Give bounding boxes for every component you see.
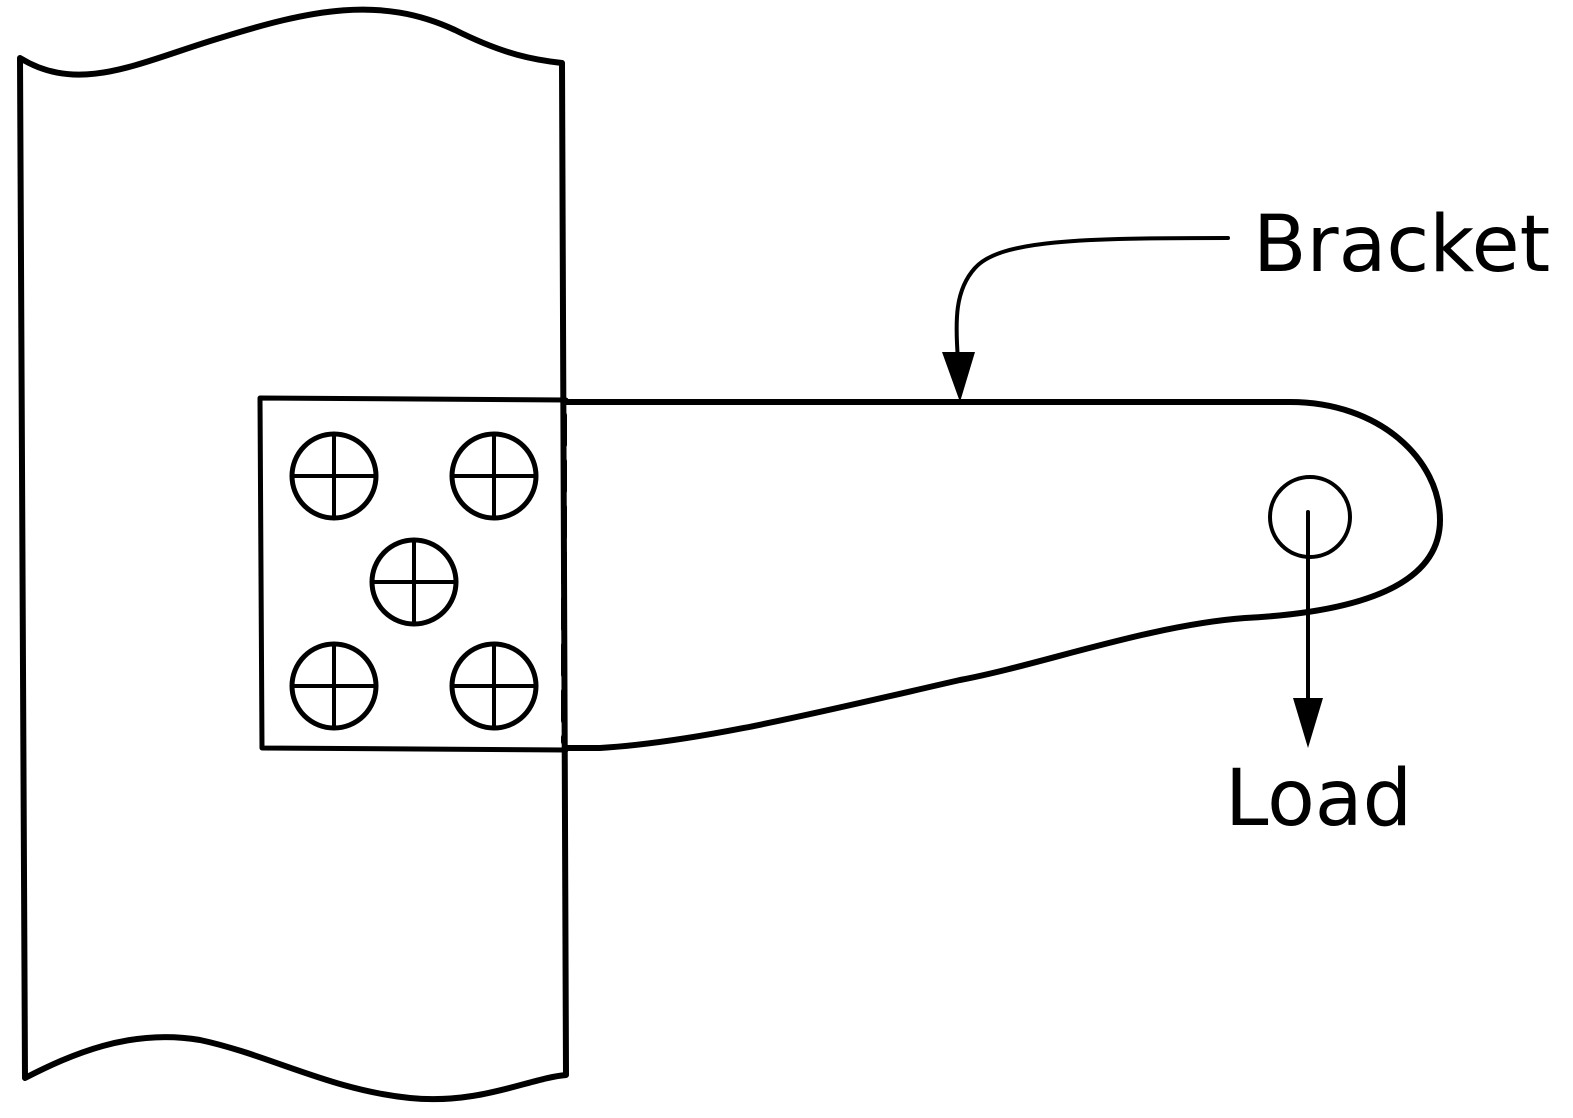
column-outline: [17, 6, 569, 1103]
bolt-icon: [289, 431, 379, 521]
load-arrow-head: [1293, 698, 1323, 748]
bracket-overlap-outline: [257, 395, 569, 753]
bracket-outline: [563, 399, 1443, 751]
bolt-icon: [289, 641, 379, 731]
bracket-label: Bracket: [1253, 200, 1550, 290]
load-arrow: [1293, 510, 1323, 748]
load-label: Load: [1225, 754, 1412, 844]
bolt-icon: [449, 431, 539, 521]
bolt-group: [289, 431, 539, 731]
bracket-leader-arrowhead: [942, 352, 975, 402]
bracket: [257, 395, 1443, 753]
bolt-icon: [369, 537, 459, 627]
column: [17, 6, 569, 1103]
bracket-leader-line: [954, 236, 1230, 362]
bracket-leader: [942, 236, 1230, 402]
bolt-icon: [449, 641, 539, 731]
